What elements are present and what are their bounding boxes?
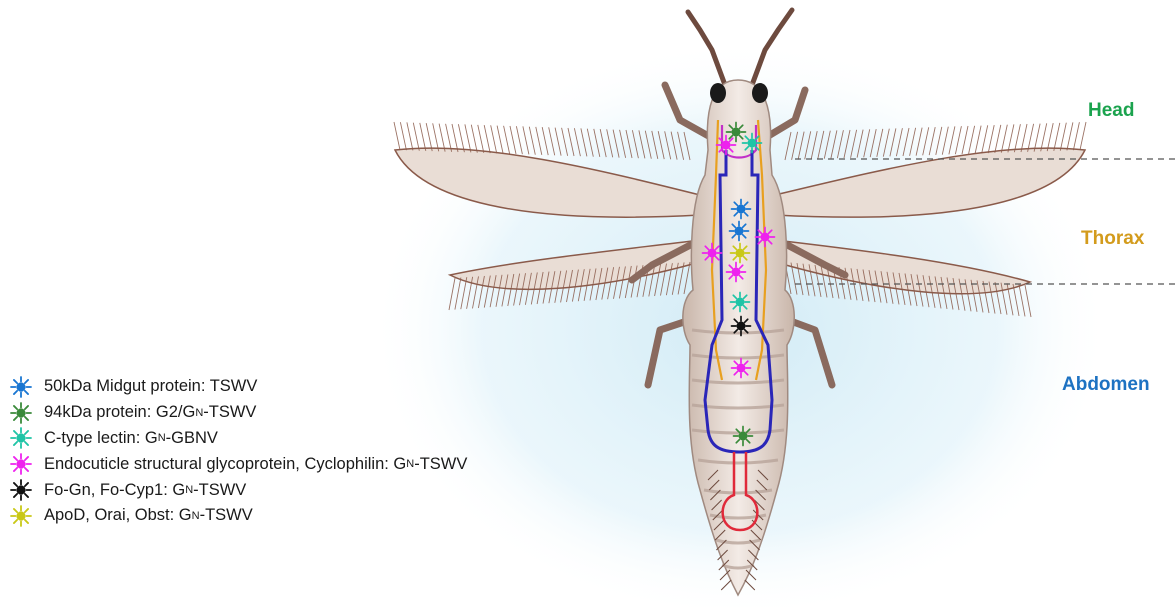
protein-marker [730,222,749,241]
protein-marker [703,244,722,263]
protein-marker [731,293,750,312]
legend-subscript: N [406,458,414,470]
protein-marker [727,263,746,282]
marker-burst-icon [10,479,32,501]
legend-text-tail: -TSWV [193,481,246,500]
legend-text-tail: -TSWV [414,455,467,474]
legend-text: C-type lectin: G [44,429,158,448]
legend-text: 94kDa protein: G2/G [44,403,195,422]
marker-burst-icon [10,402,32,424]
protein-marker [732,200,751,219]
legend-text: Fo-Gn, Fo-Cyp1: G [44,481,185,500]
legend-item: 50kDa Midgut protein: TSWV [10,374,467,400]
legend-text-tail: -TSWV [200,506,253,525]
legend-text: ApoD, Orai, Obst: G [44,506,192,525]
marker-burst-icon [10,376,32,398]
marker-burst-icon [10,453,32,475]
legend-text-tail: -TSWV [203,403,256,422]
protein-marker [731,244,750,263]
protein-marker [734,427,753,446]
marker-burst-icon [10,505,32,527]
left-eye [710,83,726,103]
head-region-label: Head [1088,100,1134,122]
abdomen-region-label: Abdomen [1062,374,1150,396]
protein-marker [717,136,736,155]
marker-burst-icon [10,427,32,449]
legend: 50kDa Midgut protein: TSWV 94kDa protein:… [10,374,467,529]
thorax-region-label: Thorax [1081,228,1144,250]
legend-subscript: N [158,432,166,444]
right-eye [752,83,768,103]
protein-marker [732,359,751,378]
legend-text: 50kDa Midgut protein: TSWV [44,377,257,396]
protein-marker [756,228,775,247]
protein-marker [743,134,762,153]
legend-text-tail: -GBNV [166,429,218,448]
protein-marker [732,317,751,336]
legend-subscript: N [192,510,200,522]
legend-subscript: N [195,407,203,419]
protein-marker [727,123,746,142]
legend-item: Endocuticle structural glycoprotein, Cyc… [10,451,467,477]
legend-subscript: N [185,484,193,496]
legend-text: Endocuticle structural glycoprotein, Cyc… [44,455,406,474]
